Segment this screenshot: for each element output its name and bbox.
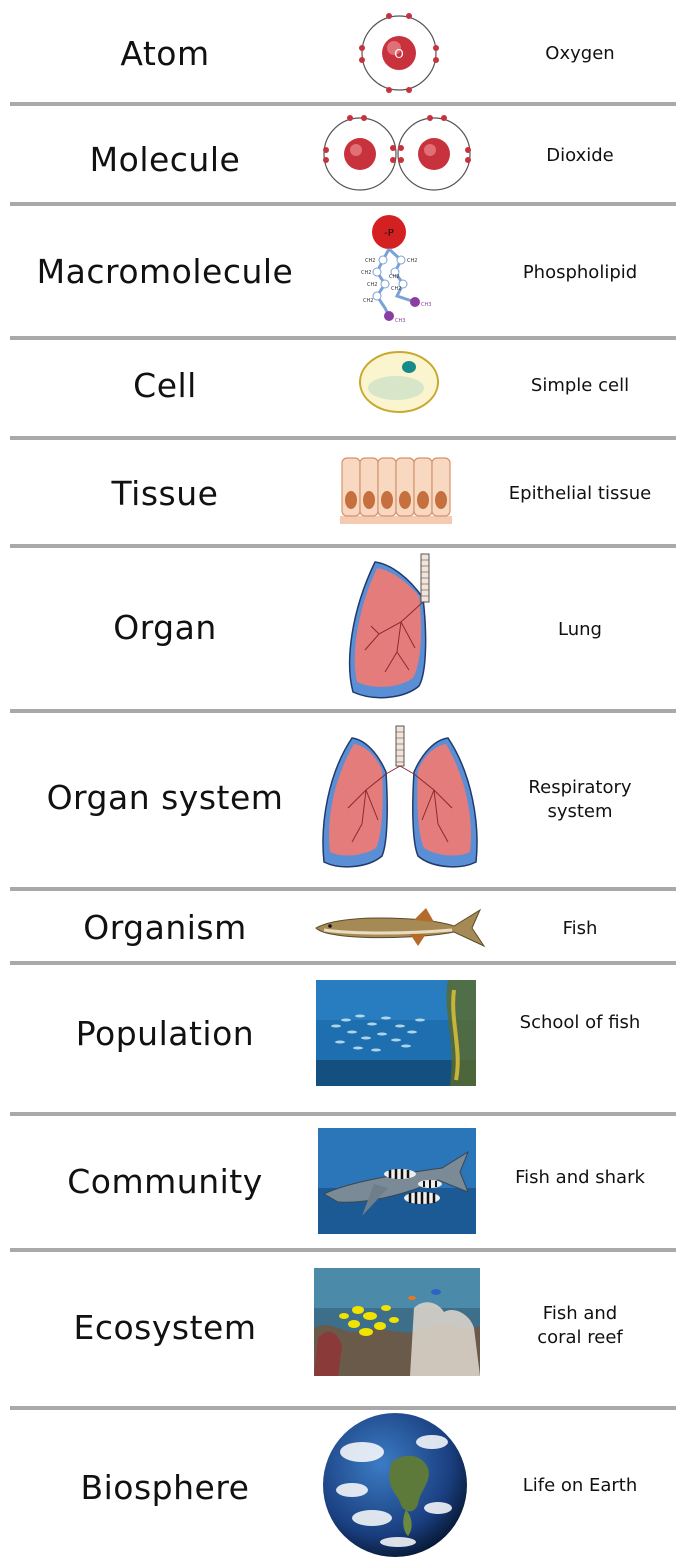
chain-label: CH2: [365, 258, 375, 264]
example-phospholipid: Phospholipid: [490, 261, 670, 285]
divider: [10, 102, 676, 106]
divider: [10, 887, 676, 891]
divider: [10, 1406, 676, 1410]
example-fish: Fish: [490, 917, 670, 941]
simple-cell-diagram: [358, 350, 440, 414]
example-epithelial-tissue: Epithelial tissue: [490, 482, 670, 506]
chain-label: CH2: [389, 274, 399, 280]
chain-label: CH2: [367, 282, 377, 288]
level-label-ecosystem: Ecosystem: [0, 1308, 330, 1347]
chain-label: CH3: [421, 302, 431, 308]
example-school-of-fish: School of fish: [518, 1011, 642, 1035]
chain-label: CH3: [395, 318, 405, 324]
level-label-atom: Atom: [0, 34, 330, 73]
level-label-macromolecule: Macromolecule: [0, 252, 330, 291]
example-fish-and-coral-reef: Fish and coral reef: [522, 1302, 638, 1350]
divider: [10, 544, 676, 548]
divider: [10, 709, 676, 713]
level-label-community: Community: [0, 1162, 330, 1201]
chain-label: CH2: [361, 270, 371, 276]
divider: [10, 436, 676, 440]
lung-diagram: [345, 552, 439, 702]
divider: [10, 1112, 676, 1116]
example-simple-cell: Simple cell: [490, 374, 670, 398]
level-label-molecule: Molecule: [0, 140, 330, 179]
dioxide-molecule-diagram: [318, 112, 476, 196]
coral-reef-photo: [314, 1268, 480, 1376]
divider: [10, 961, 676, 965]
level-label-organ-system: Organ system: [0, 778, 330, 817]
phospholipid-diagram: -P CH2 CH2 CH2 CH2 CH2 CH2 CH2 CH3 CH3: [335, 210, 435, 328]
example-lung: Lung: [490, 618, 670, 642]
chain-label: CH2: [391, 286, 401, 292]
level-label-biosphere: Biosphere: [0, 1468, 330, 1507]
chain-label: CH2: [363, 298, 373, 304]
divider: [10, 202, 676, 206]
chain-label: CH2: [407, 258, 417, 264]
oxygen-atom-diagram: O: [352, 8, 447, 98]
example-fish-and-shark: Fish and shark: [490, 1166, 670, 1190]
divider: [10, 1248, 676, 1252]
divider: [10, 336, 676, 340]
example-life-on-earth: Life on Earth: [490, 1474, 670, 1498]
level-label-population: Population: [0, 1014, 330, 1053]
example-oxygen: Oxygen: [490, 42, 670, 66]
respiratory-system-diagram: [322, 724, 478, 874]
school-of-fish-photo: [316, 980, 476, 1086]
example-respiratory-system: Respiratory system: [510, 776, 650, 824]
atom-symbol: O: [394, 47, 403, 61]
level-label-organism: Organism: [0, 908, 330, 947]
phosphate-label: -P: [384, 228, 394, 239]
epithelial-tissue-diagram: [340, 454, 452, 524]
fish-and-shark-photo: [318, 1128, 476, 1234]
fish-image: [314, 904, 486, 950]
level-label-tissue: Tissue: [0, 474, 330, 513]
level-label-cell: Cell: [0, 366, 330, 405]
earth-globe-image: [322, 1412, 468, 1558]
example-dioxide: Dioxide: [490, 144, 670, 168]
level-label-organ: Organ: [0, 608, 330, 647]
